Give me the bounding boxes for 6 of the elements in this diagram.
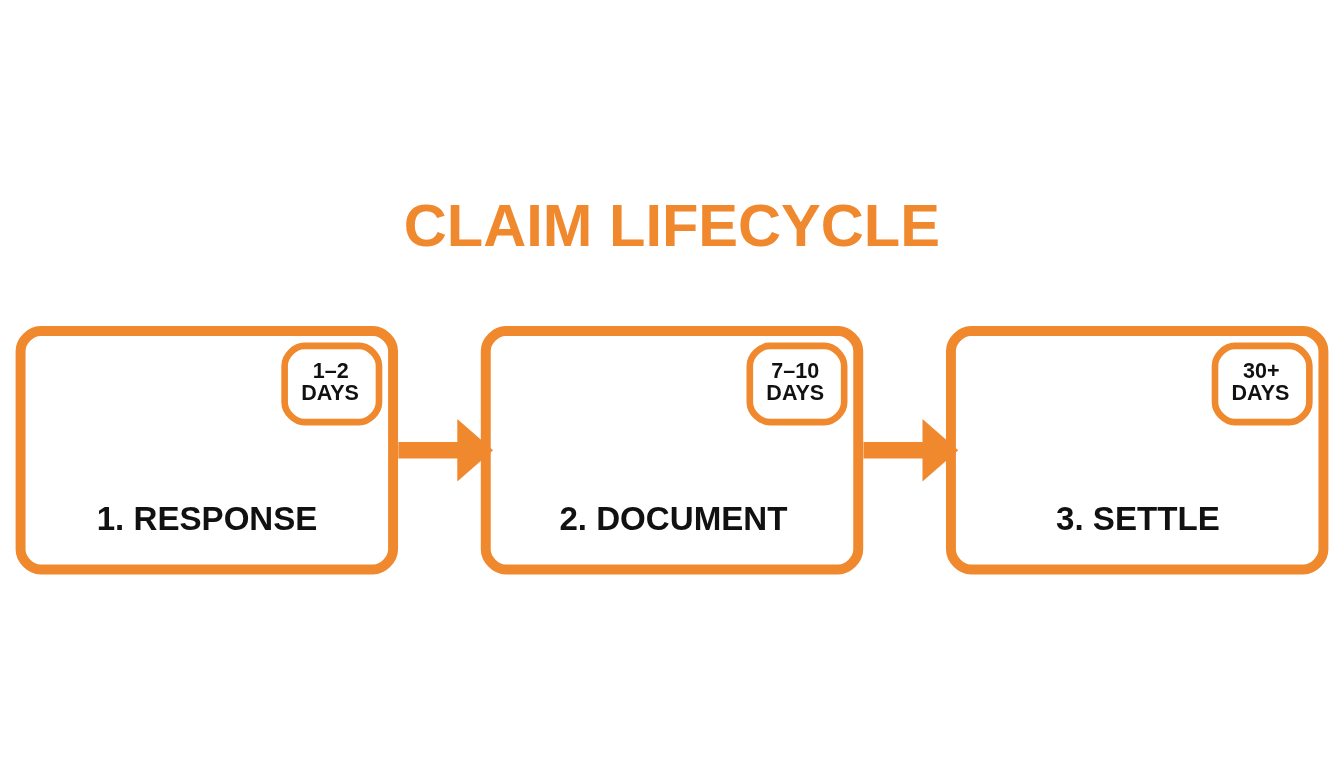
node-box: 30+ DAYS 3. SETTLE: [946, 326, 1329, 575]
diagram-title: CLAIM LIFECYCLE: [403, 192, 940, 260]
arrow: [863, 418, 959, 482]
node-box: 1–2 DAYS 1. RESPONSE: [15, 326, 398, 575]
arrow: [398, 418, 494, 482]
node-box: 7–10 DAYS 2. DOCUMENT: [480, 326, 864, 575]
